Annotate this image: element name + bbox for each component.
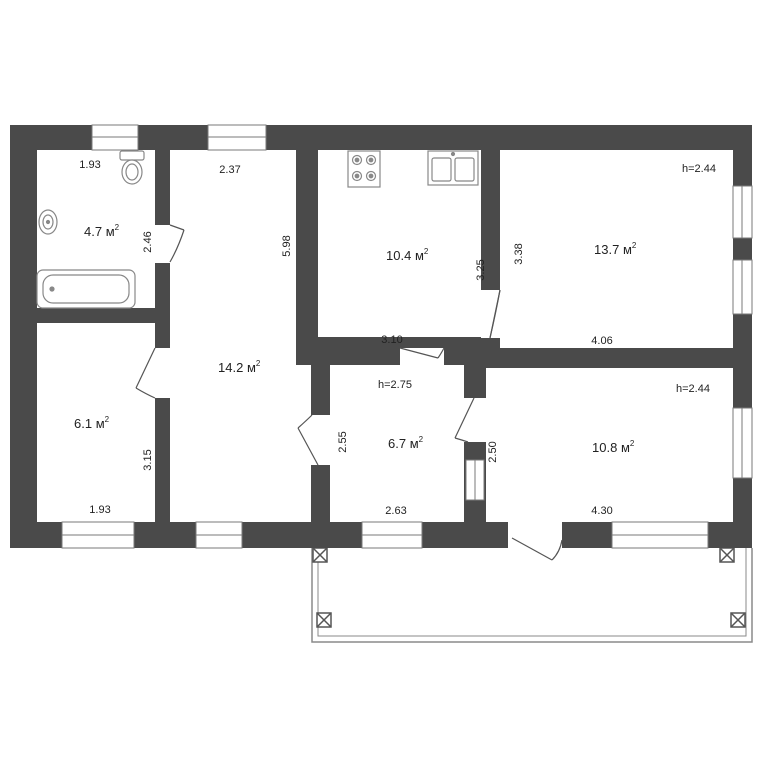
room-se-area: 10.8 м2 [592,439,635,455]
room-ne-area: 13.7 м2 [594,241,637,257]
corridor-length: 5.98 [281,235,293,256]
room-labels: 1.93 4.7 м2 2.46 6.1 м2 1.93 3.15 2.37 1… [74,159,716,517]
door-corridor-hall [297,427,319,466]
room-se-width: 4.30 [591,505,612,517]
kitchen-width: 3.10 [381,334,402,346]
bathroom-width: 1.93 [79,159,100,171]
bathtub-icon [36,269,136,309]
room-se-length: 2.50 [487,441,499,462]
bathroom-area: 4.7 м2 [84,223,120,239]
room-ne-height: h=2.44 [682,163,716,175]
kitchen-area: 10.4 м2 [386,247,429,263]
corridor-area: 14.2 м2 [218,359,261,375]
door-bathroom [169,224,185,231]
balcony-post [312,547,746,628]
balcony [311,547,753,643]
hall-height: h=2.75 [378,379,412,391]
kitchen-length: 3.25 [475,259,487,280]
door-small-room [135,347,156,389]
doors [135,224,563,561]
toilet-icon [119,150,145,185]
kitchen-sink-icon [427,150,479,186]
hall-length: 2.55 [337,431,349,452]
stove-icon [347,150,381,188]
door-room-se [454,397,475,439]
small-room-area: 6.1 м2 [74,415,110,431]
room-ne-length: 3.38 [513,243,525,264]
room-interiors [37,150,733,522]
small-room-width: 1.93 [89,504,110,516]
sink-icon [38,209,58,235]
small-room-length: 3.15 [142,449,154,470]
room-se-height: h=2.44 [676,383,710,395]
windows [61,124,753,549]
bathroom-length: 2.46 [142,231,154,252]
hall-width: 2.63 [385,505,406,517]
fixtures [36,150,479,309]
door-balcony [511,537,553,561]
hall-area: 6.7 м2 [388,435,424,451]
corridor-width: 2.37 [219,164,240,176]
room-ne-width: 4.06 [591,335,612,347]
door-kitchen [399,347,439,359]
